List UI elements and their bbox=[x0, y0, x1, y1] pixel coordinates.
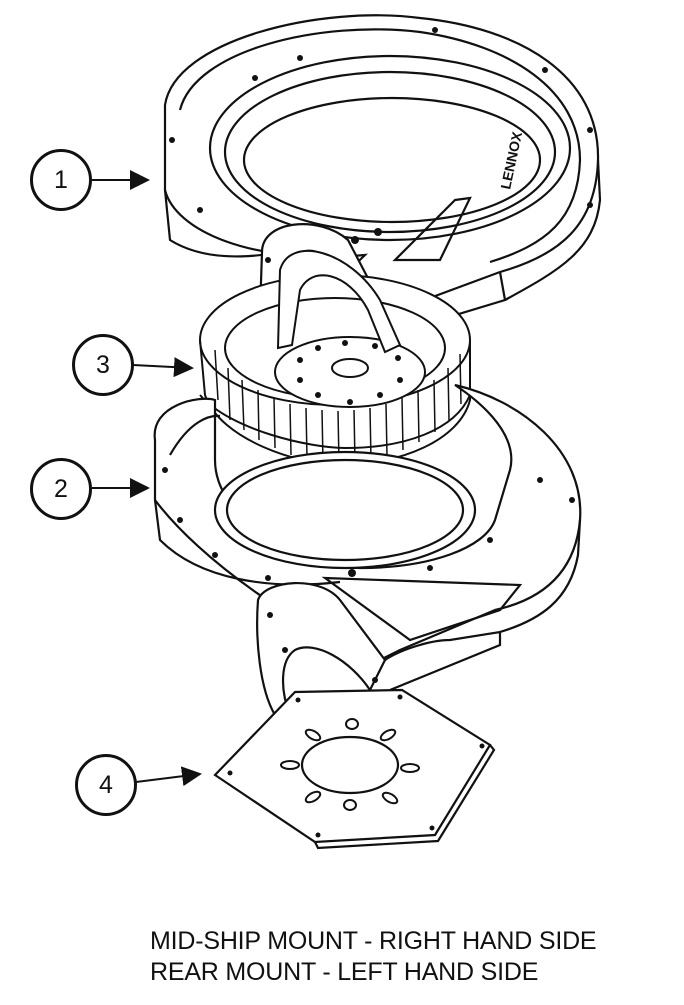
mounting-plate-slots bbox=[280, 718, 420, 811]
mounting-plate-holes bbox=[227, 694, 485, 838]
caption-line-1: MID-SHIP MOUNT - RIGHT HAND SIDE bbox=[150, 927, 597, 955]
hub-holes bbox=[297, 340, 403, 405]
lower-housing bbox=[153, 383, 582, 717]
callout-arrows bbox=[92, 170, 202, 787]
caption-line-2: REAR MOUNT - LEFT HAND SIDE bbox=[150, 958, 539, 986]
callout-2: 2 bbox=[30, 458, 92, 520]
callout-4-label: 4 bbox=[99, 770, 113, 799]
callout-2-label: 2 bbox=[54, 474, 68, 503]
callout-1-label: 1 bbox=[54, 165, 68, 194]
callout-4: 4 bbox=[75, 754, 137, 816]
callout-3-arrow bbox=[132, 357, 194, 378]
upper-housing-bolts bbox=[169, 27, 593, 288]
mounting-caption: MID-SHIP MOUNT - RIGHT HAND SIDE REAR MO… bbox=[150, 926, 680, 988]
mounting-plate bbox=[213, 688, 496, 850]
callout-4-arrow bbox=[135, 766, 202, 787]
callout-1: 1 bbox=[30, 149, 92, 211]
callout-3-label: 3 bbox=[96, 350, 110, 379]
blower-wheel-blades bbox=[214, 349, 462, 464]
callout-3: 3 bbox=[72, 334, 134, 396]
